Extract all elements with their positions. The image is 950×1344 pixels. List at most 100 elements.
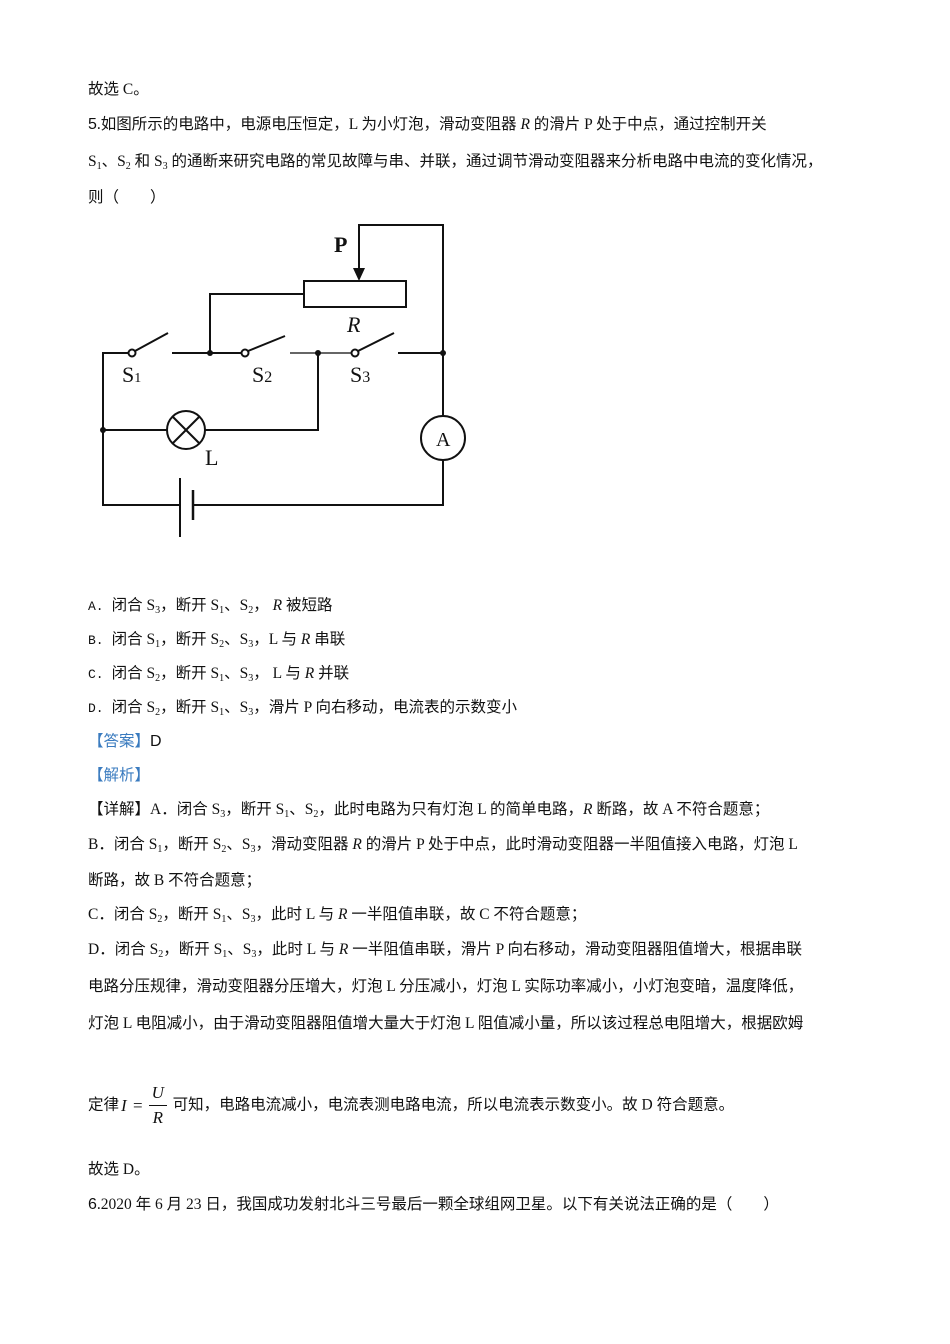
text-segment: 3 (250, 914, 256, 925)
battery-icon (179, 478, 195, 537)
switch-s3 (350, 332, 395, 358)
label-s3: S3 (350, 362, 370, 387)
text-line: 定律 I = U R 可知，电路电流减小，电流表测电路电流，所以电流表示数变小。… (88, 1083, 734, 1128)
text-segment: C．闭合 S (88, 906, 158, 923)
text-segment: 3 (251, 949, 257, 960)
text-segment: R (272, 597, 283, 614)
text-segment: S (88, 153, 97, 170)
fraction-bar (148, 1105, 167, 1106)
text-segment: ，断开 S (162, 836, 222, 853)
text-segment: ，断开 S (160, 597, 220, 614)
text-segment: 【解析】 (88, 767, 151, 784)
text-segment: 则（ ） (88, 189, 166, 206)
formula-fraction: U R (148, 1083, 167, 1128)
text-segment: 的滑片 P 处于中点，此时滑动变阻器一半阻值接入电路，灯泡 L (361, 836, 798, 853)
text-segment: 可知，电路电流减小，电流表测电路电流，所以电流表示数变小。故 D 符合题意。 (172, 1096, 735, 1114)
text-segment: 、S (289, 801, 314, 818)
text-segment: 【答案】 (88, 733, 151, 750)
text-segment: 一半阻值串联，故 C 不符合题意； (347, 906, 587, 923)
text-segment: R (520, 116, 530, 133)
wires (102, 224, 444, 506)
text-segment: .2020 年 6 月 23 日，我国成功发射北斗三号最后一颗全球组网卫星。以下… (96, 1196, 779, 1213)
text-segment: 2 (248, 605, 254, 616)
lamp-icon (166, 410, 206, 450)
text-segment: 1 (284, 809, 290, 820)
text-segment: ，断开 S (160, 631, 220, 648)
switch-s2 (240, 335, 286, 358)
label-s1: S1 (122, 362, 141, 387)
text-segment: 并联 (314, 665, 350, 682)
label-s2: S2 (252, 362, 272, 387)
text-segment: 3 (248, 639, 254, 650)
rheostat-resistor (303, 280, 407, 308)
text-segment: 2 (155, 707, 161, 718)
text-segment: ，此时 L 与 (256, 941, 339, 958)
text-segment: 1 (96, 161, 102, 172)
text-segment: ，断开 S (162, 906, 222, 923)
text-segment: 断路，故 B 不符合题意； (88, 872, 262, 889)
text-segment: 的通断来研究电路的常见故障与串、并联，通过调节滑动变阻器来分析电路中电流的变化情… (167, 153, 823, 170)
text-segment: 2 (221, 844, 227, 855)
text-line: 灯泡 L 电阻减小，由于滑动变阻器阻值增大量大于灯泡 L 阻值减小量，所以该过程… (88, 1014, 803, 1034)
text-segment: B. (88, 633, 104, 648)
text-segment: ，此时电路为只有灯泡 L 的简单电路， (318, 801, 583, 818)
text-segment: ，L 与 (253, 631, 301, 648)
text-segment: D (150, 733, 162, 750)
text-segment: 、S (226, 906, 251, 923)
text-segment: D. (88, 701, 104, 716)
text-segment: 、S (224, 665, 249, 682)
text-segment: ，滑动变阻器 (255, 836, 353, 853)
text-segment: 1 (219, 707, 225, 718)
text-segment: ，断开 S (163, 941, 223, 958)
text-segment: 【详解】A．闭合 S (88, 801, 221, 818)
text-segment: 、S (224, 597, 249, 614)
circuit-diagram: P R S1 S2 S3 L A (100, 224, 466, 537)
text-segment: R (352, 836, 362, 853)
text-segment: ，断开 S (160, 699, 220, 716)
text-segment: 串联 (310, 631, 346, 648)
text-segment: 3 (248, 707, 254, 718)
text-segment: 、S (224, 699, 249, 716)
text-segment: ，滑片 P 向右移动，电流表的示数变小 (253, 699, 518, 716)
text-segment: 、S (224, 631, 249, 648)
text-segment: 闭合 S (111, 699, 156, 716)
text-segment: 的滑片 P 处于中点，通过控制开关 (529, 116, 767, 133)
text-segment: D．闭合 S (88, 941, 159, 958)
text-segment: R (582, 801, 593, 818)
text-segment: 3 (250, 844, 256, 855)
text-line: 电路分压规律，滑动变阻器分压增大，灯泡 L 分压减小，灯泡 L 实际功率减小，小… (88, 977, 803, 997)
label-r: R (346, 312, 361, 337)
text-segment: 1 (222, 949, 228, 960)
switch-s1 (127, 332, 169, 358)
label-a: A (436, 429, 451, 451)
text-segment: 、S (227, 941, 252, 958)
text-line: 【详解】A．闭合 S3，断开 S1、S2，此时电路为只有灯泡 L 的简单电路，R… (88, 800, 769, 825)
text-segment: R (338, 941, 349, 958)
text-segment: 、S (101, 153, 126, 170)
text-segment: 3 (162, 161, 168, 172)
text-segment: 3 (155, 605, 161, 616)
text-line: 【解析】 (88, 766, 150, 786)
formula-numerator: U (151, 1083, 164, 1102)
text-segment: 2 (155, 673, 161, 684)
text-segment: 2 (125, 161, 131, 172)
text-segment: 、S (226, 836, 251, 853)
text-segment: 故选 D。 (88, 1161, 150, 1178)
text-segment: 故选 C。 (88, 81, 149, 98)
text-segment: 1 (155, 639, 161, 650)
label-p: P (334, 232, 347, 257)
text-segment: 一半阻值串联，滑片 P 向右移动，滑动变阻器阻值增大，根据串联 (348, 941, 803, 958)
text-line: B.闭合 S1，断开 S2、S3，L 与 R 串联 (88, 630, 345, 655)
text-segment: 被短路 (282, 597, 333, 614)
formula-eq: = (132, 1095, 143, 1115)
text-segment: A. (88, 599, 104, 614)
text-segment: ，此时 L 与 (255, 906, 338, 923)
formula-denominator: R (152, 1108, 163, 1127)
text-segment: 闭合 S (111, 665, 156, 682)
text-segment: 1 (219, 673, 225, 684)
text-segment: 2 (157, 914, 163, 925)
text-line: S1、S2 和 S3 的通断来研究电路的常见故障与串、并联，通过调节滑动变阻器来… (88, 152, 823, 177)
ohms-law-formula: I = U R (121, 1083, 167, 1128)
text-segment: ，断开 S (225, 801, 285, 818)
formula-lhs: I (121, 1095, 127, 1115)
